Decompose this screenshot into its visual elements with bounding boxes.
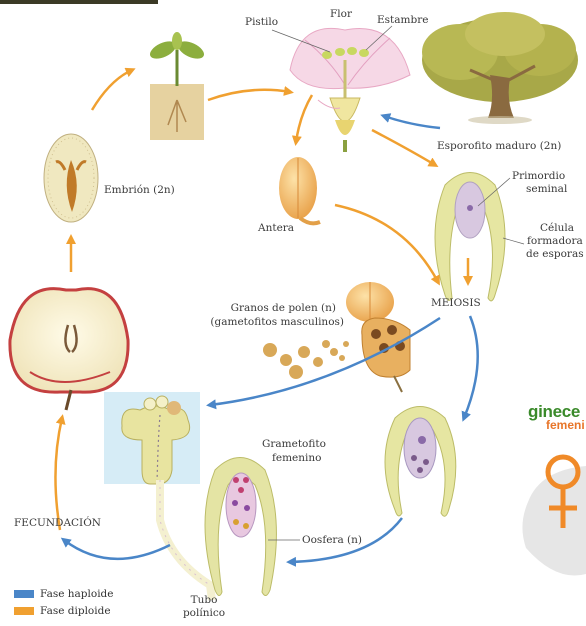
legend-item-haploid: Fase haploide	[14, 588, 114, 600]
arrow-meiosis-to-megaspore	[464, 316, 478, 418]
arrow-embryo-to-seedling	[92, 70, 132, 110]
tree-illustration	[422, 12, 578, 124]
brand-femenino-text: femeni	[546, 418, 585, 432]
legend-swatch-diploid	[14, 607, 34, 615]
label-fecundacion: FECUNDACIÓN	[14, 517, 101, 530]
ovule-primordium-illustration	[435, 173, 524, 301]
arrow-flower-to-anther	[296, 95, 312, 142]
label-formadora: formadora	[527, 235, 583, 248]
arrow-flower-to-ovule	[372, 130, 435, 165]
label-oosfera: Oosfera (n)	[302, 534, 362, 547]
label-embrion: Embrión (2n)	[104, 184, 175, 197]
label-primordio: Primordio	[512, 170, 565, 183]
pollen-grains-illustration	[263, 282, 410, 392]
label-celula: Célula	[540, 222, 574, 235]
label-estambre: Estambre	[377, 14, 428, 27]
label-gametofitos-masculinos: (gametofitos masculinos)	[180, 316, 344, 329]
label-polinico: polínico	[174, 607, 234, 620]
arrow-fecundation-to-apple	[55, 418, 62, 530]
ovule-megaspore-illustration	[385, 407, 456, 517]
label-gametofito: Grametofito	[262, 438, 326, 451]
label-seminal: seminal	[526, 183, 567, 196]
label-pistilo: Pistilo	[245, 16, 278, 29]
label-femenino: femenino	[272, 452, 321, 465]
top-photo-edge	[0, 0, 158, 4]
arrow-seedling-to-flower	[208, 90, 290, 100]
arrow-tube-to-fecundation	[64, 540, 170, 559]
legend-item-diploid: Fase diploide	[14, 605, 111, 617]
label-flor: Flor	[330, 8, 352, 21]
pollen-tube-zoom-box	[104, 392, 200, 484]
legend-label-diploid: Fase diploide	[40, 605, 111, 617]
label-granos-polen: Granos de polen (n)	[196, 302, 336, 315]
label-antera: Antera	[258, 222, 294, 235]
apple-fruit-illustration	[10, 289, 128, 410]
label-de-esporas: de esporas	[526, 248, 584, 261]
female-symbol-icon	[522, 457, 586, 576]
label-meiosis: MEIOSIS	[431, 297, 481, 310]
anther-illustration	[279, 157, 320, 223]
flower-illustration	[290, 28, 410, 152]
seedling-illustration	[147, 32, 206, 140]
label-esporofito: Esporofito maduro (2n)	[437, 140, 561, 153]
label-tubo: Tubo	[184, 594, 224, 607]
legend-swatch-haploid	[14, 590, 34, 598]
arrow-tree-to-flower	[384, 116, 440, 128]
arrow-anther-to-meiosis	[335, 205, 438, 282]
embryo-seed-illustration	[44, 134, 98, 222]
legend-label-haploid: Fase haploide	[40, 588, 114, 600]
